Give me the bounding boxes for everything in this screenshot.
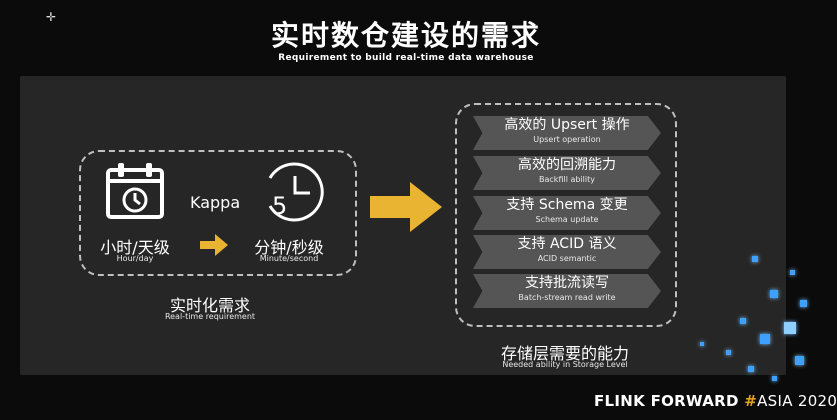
capability-item: 支持 Schema 变更 Schema update bbox=[473, 196, 661, 230]
minute-second-sub: Minute/second bbox=[259, 254, 319, 263]
page-title: 实时数仓建设的需求 bbox=[270, 19, 541, 52]
calendar-icon bbox=[106, 163, 164, 219]
arrow-right-icon bbox=[370, 182, 442, 232]
clock-icon: 5 bbox=[268, 162, 324, 222]
page-subtitle: Requirement to build real-time data ware… bbox=[278, 53, 534, 63]
storage-ability-box bbox=[455, 103, 677, 327]
clock-number: 5 bbox=[272, 192, 287, 220]
capability-item: 高效的回溯能力 Backfill ability bbox=[473, 156, 661, 190]
hour-day-label: 小时/天级 bbox=[100, 238, 170, 257]
capability-item: 支持 ACID 语义 ACID semantic bbox=[473, 235, 661, 269]
storage-ability-label: 存储层需要的能力 bbox=[500, 344, 629, 363]
realtime-requirement-box bbox=[79, 150, 357, 276]
crosshair-icon: ✛ bbox=[46, 10, 57, 24]
storage-ability-sub: Needed ability in Storage Level bbox=[502, 360, 628, 369]
kappa-label: Kappa bbox=[190, 193, 241, 212]
capability-item: 支持批流读写 Batch-stream read write bbox=[473, 274, 661, 308]
hour-day-sub: Hour/day bbox=[116, 254, 154, 263]
arrow-right-icon bbox=[200, 234, 228, 256]
realtime-requirement-label: 实时化需求 bbox=[169, 296, 250, 315]
minute-second-label: 分钟/秒级 bbox=[254, 238, 324, 257]
capability-item: 高效的 Upsert 操作 Upsert operation bbox=[473, 116, 661, 150]
realtime-requirement-sub: Real-time requirement bbox=[164, 312, 256, 321]
brand-logo: FLINK FORWARD #ASIA 2020 bbox=[594, 392, 837, 410]
